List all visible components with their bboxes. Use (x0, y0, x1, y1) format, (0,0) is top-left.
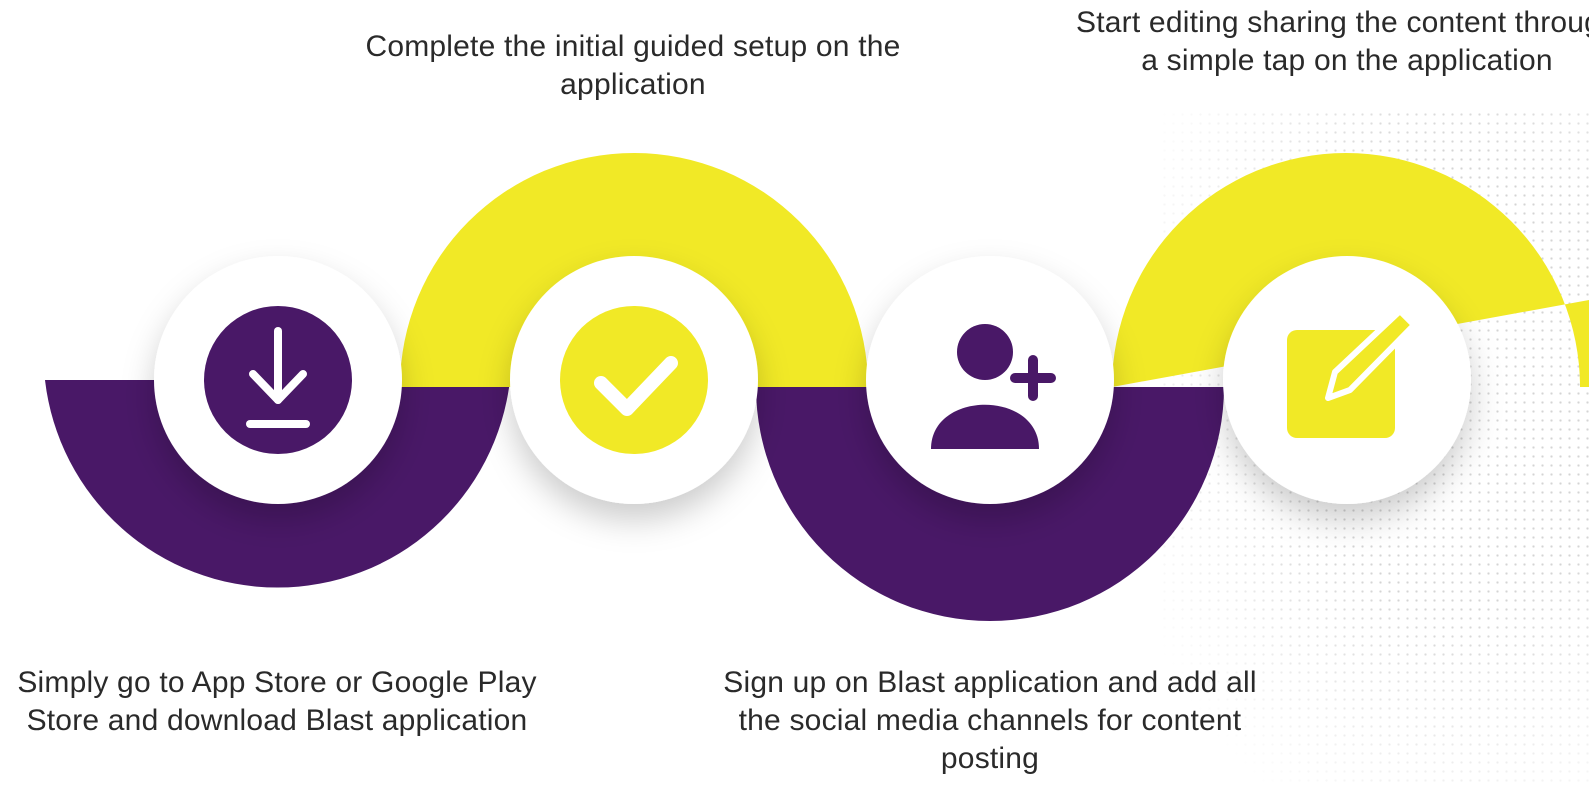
download-icon (246, 327, 310, 428)
step-3-white-circle (866, 256, 1114, 504)
step-2-caption: Complete the initial guided setup on the… (365, 30, 901, 101)
add-user-icon (931, 324, 1056, 449)
edit-icon (1287, 308, 1417, 438)
step-2-node (510, 256, 758, 504)
step-1-caption: Simply go to App Store or Google Play St… (17, 666, 537, 737)
step-4-caption: Start editing sharing the content throug… (1076, 6, 1589, 77)
step-1-node (154, 256, 402, 504)
check-icon (594, 356, 678, 416)
step-2-badge (560, 306, 708, 454)
step-4-node (1223, 256, 1471, 504)
step-3-caption: Sign up on Blast application and add all… (723, 666, 1257, 775)
step-3-node (866, 256, 1114, 504)
